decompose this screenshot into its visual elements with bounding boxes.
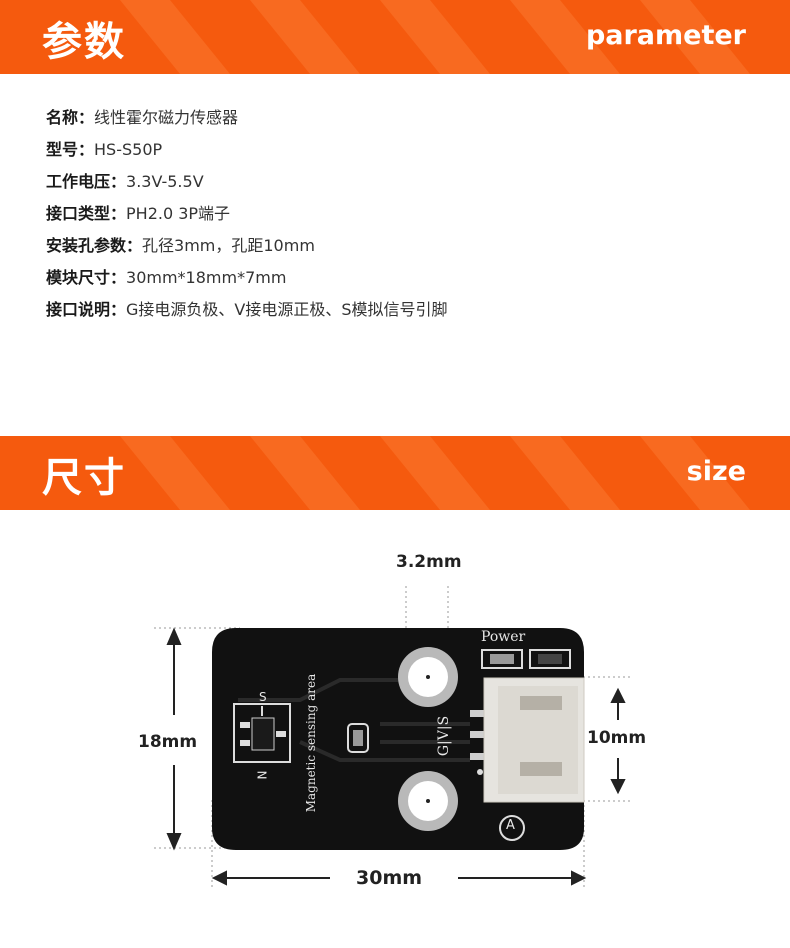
param-key: 安装孔参数： <box>46 236 143 255</box>
param-row-name: 名称：线性霍尔磁力传感器 <box>46 104 746 136</box>
param-row-mounting-hole: 安装孔参数：孔径3mm，孔距10mm <box>46 232 746 264</box>
param-key: 工作电压： <box>46 172 127 191</box>
banner-stripes <box>120 436 750 510</box>
section-title-en: size <box>686 456 746 487</box>
board-pole-n: N <box>255 770 270 780</box>
board-power-label: Power <box>481 629 526 645</box>
param-key: 名称： <box>46 108 95 127</box>
param-value: 线性霍尔磁力传感器 <box>94 108 239 127</box>
section-banner-parameter: 参数 parameter <box>0 0 790 74</box>
board-sensing-label: Magnetic sensing area <box>304 673 318 813</box>
parameter-list: 名称：线性霍尔磁力传感器 型号：HS-S50P 工作电压：3.3V-5.5V 接… <box>46 104 746 328</box>
section-title-en: parameter <box>585 20 746 51</box>
param-key: 型号： <box>46 140 95 159</box>
param-row-model: 型号：HS-S50P <box>46 136 746 168</box>
param-value: 30mm*18mm*7mm <box>126 268 287 287</box>
dimension-diagram: Power Magnetic sensing area S N G|V|S A … <box>0 510 790 948</box>
param-row-voltage: 工作电压：3.3V-5.5V <box>46 168 746 200</box>
param-key: 模块尺寸： <box>46 268 127 287</box>
param-row-interface-desc: 接口说明：G接电源负极、V接电源正极、S模拟信号引脚 <box>46 296 746 328</box>
dim-hole-spacing: 10mm <box>587 728 647 748</box>
dim-width: 30mm <box>356 867 423 889</box>
dim-height: 18mm <box>138 732 198 752</box>
param-key: 接口类型： <box>46 204 127 223</box>
param-value: HS-S50P <box>94 140 163 159</box>
board-mark-a: A <box>506 818 515 833</box>
param-key: 接口说明： <box>46 300 127 319</box>
param-row-module-size: 模块尺寸：30mm*18mm*7mm <box>46 264 746 296</box>
param-value: 3.3V-5.5V <box>126 172 204 191</box>
param-value: G接电源负极、V接电源正极、S模拟信号引脚 <box>126 300 448 319</box>
board-pin-labels: G|V|S <box>436 715 453 757</box>
banner-stripes <box>120 0 750 74</box>
board-drawing <box>154 586 630 888</box>
dim-hole-diameter: 3.2mm <box>396 552 462 572</box>
param-value: PH2.0 3P端子 <box>126 204 231 223</box>
section-banner-size: 尺寸 size <box>0 436 790 510</box>
board-pole-s: S <box>259 690 267 704</box>
param-row-interface-type: 接口类型：PH2.0 3P端子 <box>46 200 746 232</box>
param-value: 孔径3mm，孔距10mm <box>142 236 315 255</box>
section-title-cn: 尺寸 <box>42 455 126 501</box>
section-title-cn: 参数 <box>42 19 126 65</box>
